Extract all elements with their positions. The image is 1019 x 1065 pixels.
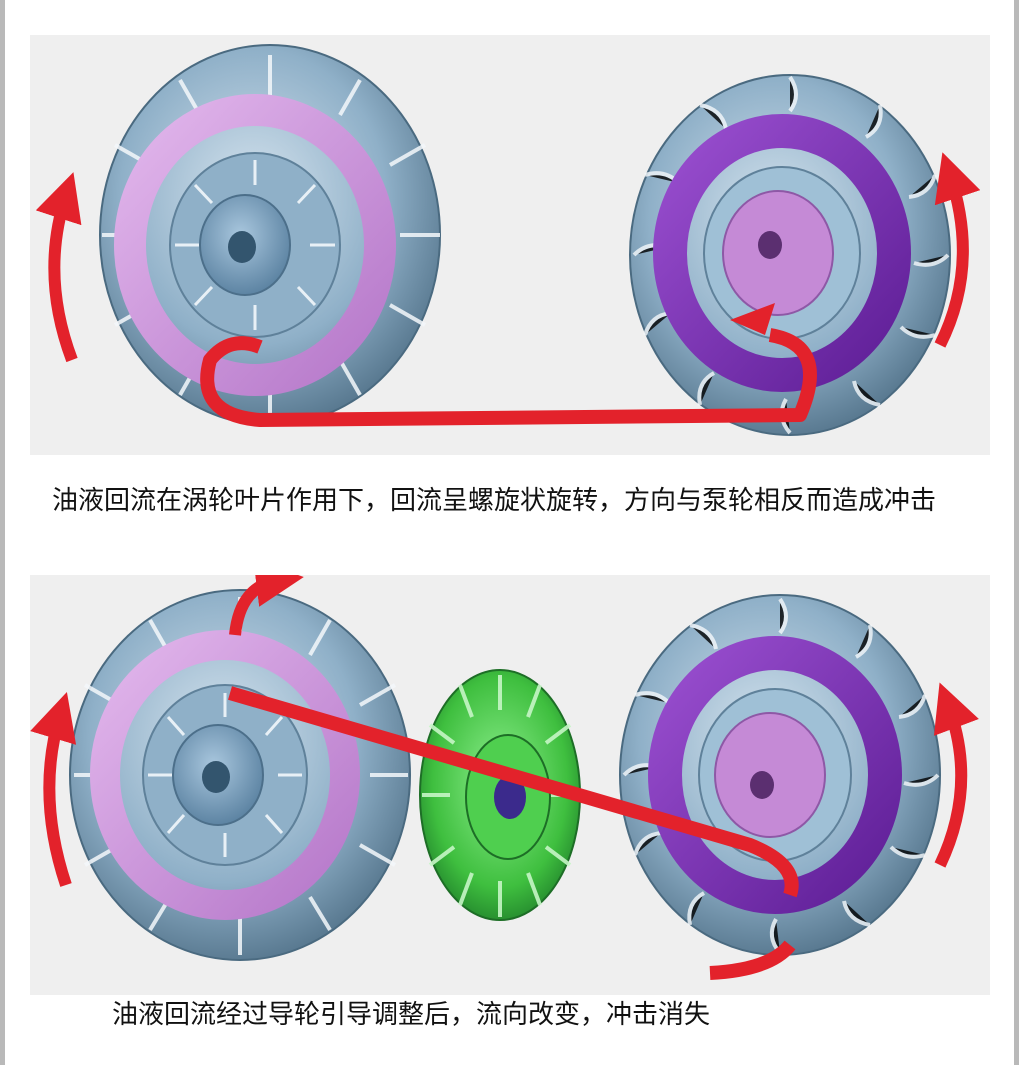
- pump-rotation-arrow-top: [35, 172, 82, 363]
- top-illustration-panel: [30, 35, 990, 455]
- frame-right-border: [1014, 0, 1019, 1065]
- frame-left-border: [0, 0, 5, 1065]
- pump-outflow-arrow: [229, 575, 304, 636]
- bottom-diagram: [30, 575, 979, 980]
- bottom-caption: 油液回流经过导轮引导调整后，流向改变，冲击消失: [112, 1000, 711, 1030]
- oil-return-flow-arrow-bottom: [228, 686, 799, 898]
- turbine-rotation-arrow-bottom: [933, 682, 979, 868]
- top-caption: 油液回流在涡轮叶片作用下，回流呈螺旋状旋转，方向与泵轮相反而造成冲击: [52, 486, 937, 516]
- bottom-illustration-panel: [30, 575, 990, 995]
- pump-rotation-arrow-bottom: [30, 692, 77, 887]
- oil-return-flow-arrow-top: [200, 328, 817, 427]
- pump-wheel-top: [99, 44, 441, 426]
- turbine-wheel-bottom: [619, 594, 941, 956]
- top-diagram: [35, 44, 981, 436]
- turbine-rotation-arrow-top: [934, 152, 981, 348]
- pump-wheel-bottom: [69, 589, 411, 961]
- turbine-exit-flow-arrow: [709, 940, 796, 980]
- stator-wheel: [419, 669, 581, 921]
- turbine-wheel-top: [629, 74, 951, 436]
- oil-flow-arrowhead-top: [730, 303, 775, 335]
